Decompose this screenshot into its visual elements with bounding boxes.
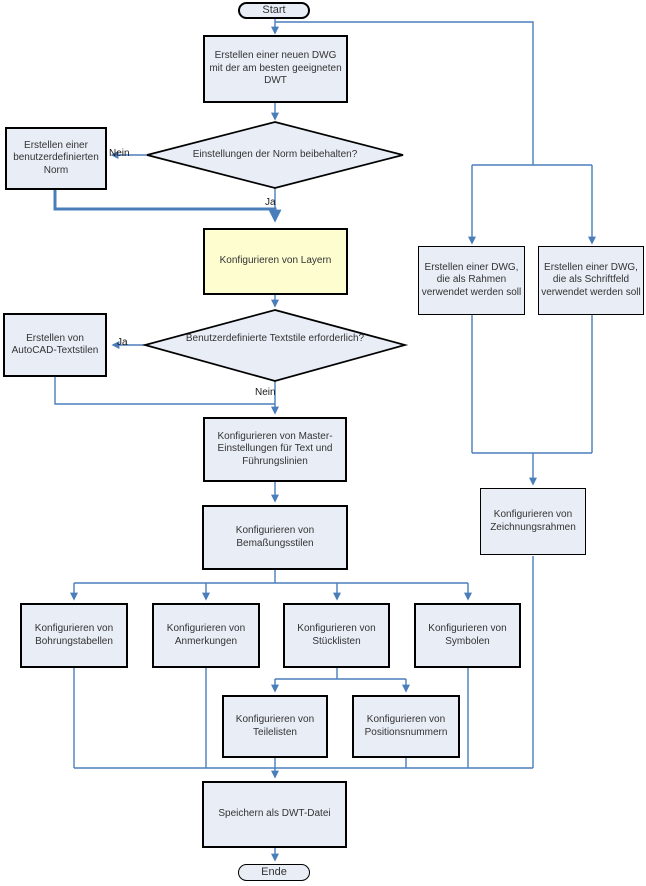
node-label: Konfigurieren von Master-Einstellungen f… <box>217 430 333 467</box>
start-terminator: Start <box>238 2 310 19</box>
process-configure-drawing-borders: Konfigurieren von Zeichnungsrahmen <box>480 488 586 555</box>
node-label: Konfigurieren von Bohrungstabellen <box>34 623 114 647</box>
node-label: Erstellen einer neuen DWG mit der am bes… <box>209 50 342 87</box>
node-label: Erstellen von AutoCAD-Textstilen <box>11 332 99 357</box>
process-configure-annotations: Konfigurieren von Anmerkungen <box>152 603 260 668</box>
node-label: Speichern als DWT-Datei <box>218 808 331 820</box>
process-save-dwt: Speichern als DWT-Datei <box>202 781 347 848</box>
process-configure-item-lists: Konfigurieren von Teilelisten <box>222 695 328 758</box>
decision-keep-norm <box>146 121 404 189</box>
process-configure-parts-lists: Konfigurieren von Stücklisten <box>283 603 390 668</box>
process-configure-dimension-styles: Konfigurieren von Bemaßungsstilen <box>202 505 348 570</box>
node-label: Start <box>262 4 286 16</box>
process-configure-balloons: Konfigurieren von Positionsnummern <box>352 695 460 758</box>
process-configure-master-settings: Konfigurieren von Master-Einstellungen f… <box>203 417 347 482</box>
process-create-custom-norm: Erstellen einer benutzerdefinierten Norm <box>5 127 107 190</box>
process-create-titleblock-dwg: Erstellen einer DWG, die als Schriftfeld… <box>538 246 644 315</box>
end-terminator: Ende <box>238 864 310 881</box>
node-label: Konfigurieren von Anmerkungen <box>166 623 246 647</box>
decision-custom-textstyles <box>141 309 409 382</box>
edge-label-norm-nein: Nein <box>109 148 130 159</box>
edge-label-textstyles-nein: Nein <box>255 387 276 398</box>
node-label: Konfigurieren von Bemaßungsstilen <box>235 525 315 549</box>
process-create-autocad-textstyles: Erstellen von AutoCAD-Textstilen <box>3 313 107 377</box>
node-label: Erstellen einer benutzerdefinierten Norm <box>13 139 99 176</box>
node-label: Konfigurieren von Layern <box>219 255 332 267</box>
process-configure-layers: Konfigurieren von Layern <box>203 228 348 295</box>
node-label: Erstellen einer DWG, die als Schriftfeld… <box>541 261 641 298</box>
process-create-new-dwg: Erstellen einer neuen DWG mit der am bes… <box>203 35 348 103</box>
node-label: Konfigurieren von Symbolen <box>428 623 507 647</box>
node-label: Konfigurieren von Stücklisten <box>297 623 376 647</box>
edge-label-textstyles-ja: Ja <box>117 337 128 348</box>
process-configure-symbols: Konfigurieren von Symbolen <box>414 603 521 668</box>
node-label: Ende <box>261 866 287 878</box>
edge-label-norm-ja: Ja <box>265 197 276 208</box>
node-label: Konfigurieren von Positionsnummern <box>364 714 448 738</box>
process-configure-hole-tables: Konfigurieren von Bohrungstabellen <box>20 603 128 668</box>
node-label: Konfigurieren von Teilelisten <box>235 714 315 738</box>
process-create-frame-dwg: Erstellen einer DWG, die als Rahmen verw… <box>418 246 525 315</box>
node-label: Konfigurieren von Zeichnungsrahmen <box>490 509 576 533</box>
node-label: Erstellen einer DWG, die als Rahmen verw… <box>421 261 522 298</box>
